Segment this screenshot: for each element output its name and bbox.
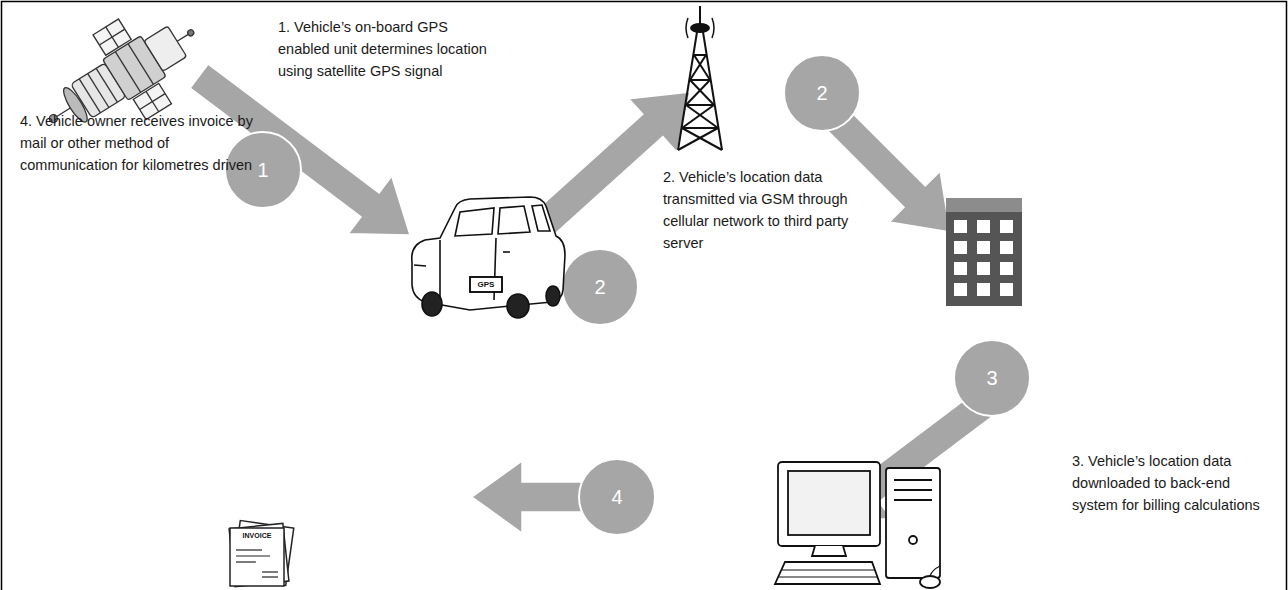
callout-number: 3 <box>954 340 1030 416</box>
invoice-icon <box>229 521 294 587</box>
computer-icon <box>775 462 940 588</box>
callout-number: 2 <box>562 249 638 325</box>
callout-number: 2 <box>784 55 860 131</box>
car-icon <box>412 197 565 318</box>
callout-circles <box>225 55 1030 535</box>
tower-icon <box>678 6 722 150</box>
step-text: 2. Vehicle’s location data transmitted v… <box>663 166 863 254</box>
gps-label: GPS <box>470 277 502 292</box>
building-icon <box>946 198 1022 306</box>
callout-number: 4 <box>579 459 655 535</box>
step-text: 4. Vehicle owner receives invoice by mai… <box>20 110 256 176</box>
step-text: 3. Vehicle’s location data downloaded to… <box>1072 450 1277 516</box>
invoice-heading: INVOICE <box>230 531 284 541</box>
step-text: 1. Vehicle’s on-board GPS enabled unit d… <box>278 16 490 82</box>
